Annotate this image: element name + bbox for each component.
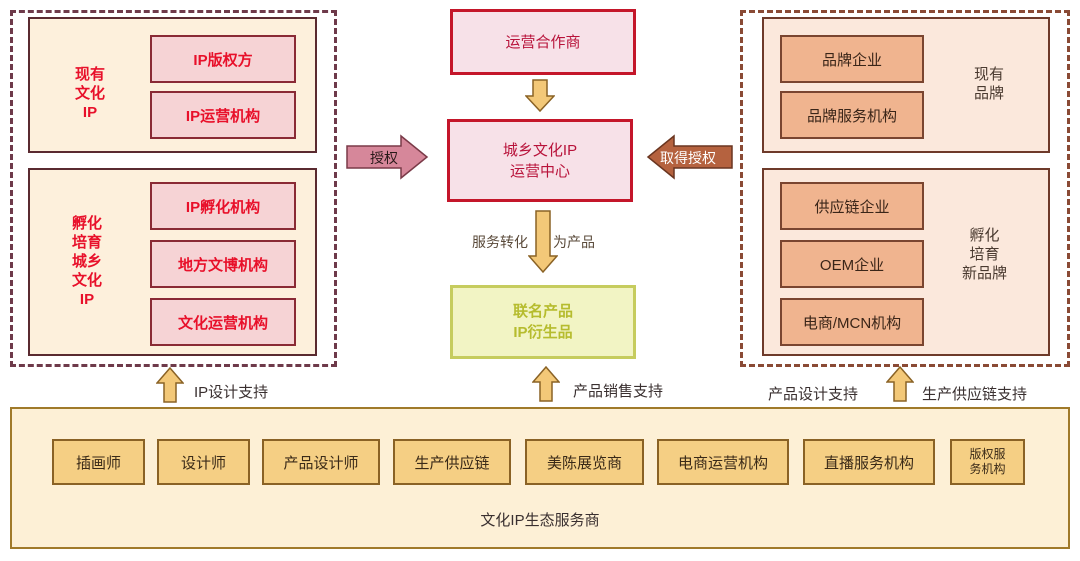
authorize-arrow-icon [346, 134, 429, 180]
authorize-label: 授权 [370, 150, 398, 166]
service-label-left: 服务转化 [472, 234, 528, 250]
supply-chain-box: 生产供应链 [393, 439, 511, 485]
operation-partner-box: 运营合作商 [450, 9, 636, 75]
ecosystem-title: 文化IP生态服务商 [480, 512, 600, 529]
operation-center-box: 城乡文化IP 运营中心 [447, 119, 633, 202]
service-label-right: 为产品 [553, 234, 595, 250]
ip-operation-agency-box: IP运营机构 [150, 91, 296, 139]
brand-company-box: 品牌企业 [780, 35, 924, 83]
copyright-service-box: 版权服 务机构 [950, 439, 1025, 485]
local-museum-box: 地方文博机构 [150, 240, 296, 288]
livestream-service-box: 直播服务机构 [803, 439, 935, 485]
incubate-ip-label: 孵化 培育 城乡 文化 IP [72, 215, 103, 308]
ecommerce-mcn-box: 电商/MCN机构 [780, 298, 924, 346]
product-sales-support-label: 产品销售支持 [573, 383, 664, 400]
ip-incubator-box: IP孵化机构 [150, 182, 296, 230]
left-ip-group [10, 10, 337, 367]
illustrator-box: 插画师 [52, 439, 145, 485]
down-arrow-icon [525, 79, 555, 113]
oem-company-box: OEM企业 [780, 240, 924, 288]
ip-rights-holder-box: IP版权方 [150, 35, 296, 83]
existing-brand-label: 现有 品牌 [974, 66, 1005, 102]
incubate-brand-label: 孵化 培育 新品牌 [962, 227, 1008, 282]
exhibition-vendor-box: 美陈展览商 [525, 439, 644, 485]
product-design-support-label: 产品设计支持 [768, 386, 859, 403]
right-brand-group [740, 10, 1070, 367]
supply-chain-company-box: 供应链企业 [780, 182, 924, 230]
up-arrow-icon-center [532, 366, 560, 402]
supply-chain-support-label: 生产供应链支持 [922, 386, 1028, 403]
up-arrow-icon-left [156, 367, 184, 403]
obtain-authorization-arrow-icon [646, 134, 733, 180]
brand-service-box: 品牌服务机构 [780, 91, 924, 139]
existing-ip-label: 现有 文化 IP [75, 66, 106, 121]
ip-design-support-label: IP设计支持 [194, 384, 269, 401]
co-branded-product-box: 联名产品 IP衍生品 [450, 285, 636, 359]
culture-operation-box: 文化运营机构 [150, 298, 296, 346]
up-arrow-icon-right [886, 366, 914, 402]
obtain-authorization-label: 取得授权 [660, 150, 716, 166]
ecommerce-operation-box: 电商运营机构 [657, 439, 789, 485]
product-designer-box: 产品设计师 [262, 439, 380, 485]
down-arrow-icon-2 [528, 210, 558, 274]
designer-box: 设计师 [157, 439, 250, 485]
